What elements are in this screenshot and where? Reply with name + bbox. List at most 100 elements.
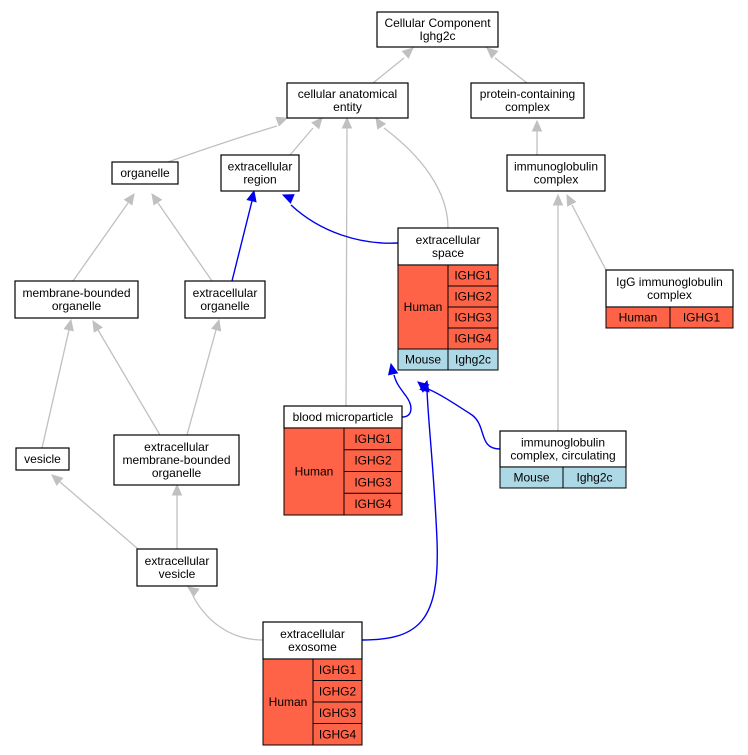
node-vesicle[interactable]: vesicle xyxy=(15,447,70,471)
node-label: immunoglobulin xyxy=(521,436,605,450)
mouse-species-label: Mouse xyxy=(405,353,441,367)
human-gene-ighg3[interactable]: IGHG3 xyxy=(319,706,357,720)
human-gene-ighg1[interactable]: IGHG1 xyxy=(319,663,357,677)
node-label: region xyxy=(243,173,276,187)
edge-arrowhead xyxy=(281,194,295,204)
node-box xyxy=(136,548,218,587)
edge-arrowhead xyxy=(123,193,135,206)
node-label: membrane-bounded xyxy=(122,453,230,467)
human-gene-ighg2[interactable]: IGHG2 xyxy=(354,454,392,468)
node-label: organelle xyxy=(120,166,170,180)
node-label: complex xyxy=(505,100,550,114)
node-box xyxy=(113,434,240,486)
edge-is-a xyxy=(289,127,314,156)
edge-is-a xyxy=(59,481,139,550)
node-label: complex, circulating xyxy=(510,449,615,463)
edge-arrowhead xyxy=(246,189,257,203)
edge-is-a xyxy=(345,127,348,407)
edge-arrowhead xyxy=(211,318,222,332)
human-gene-ighg3[interactable]: IGHG3 xyxy=(354,475,392,489)
human-gene-ighg1[interactable]: IGHG1 xyxy=(454,269,492,283)
mouse-gene-ighg2c[interactable]: Ighg2c xyxy=(576,471,612,485)
edge-is-a xyxy=(41,329,70,449)
edge-is-a xyxy=(167,125,278,163)
node-label: extracellular xyxy=(144,440,209,454)
edge-arrowhead xyxy=(51,474,64,486)
edge-arrowhead xyxy=(552,193,564,206)
edge-occurs-in xyxy=(393,374,412,418)
node-box xyxy=(286,82,409,119)
node-box xyxy=(262,621,363,660)
human-gene-ighg3[interactable]: IGHG3 xyxy=(454,311,492,325)
human-gene-ighg2[interactable]: IGHG2 xyxy=(454,290,492,304)
edge-occurs-in xyxy=(361,389,438,641)
node-label: Cellular Component xyxy=(384,16,491,30)
edge-occurs-in xyxy=(290,204,399,244)
node-box xyxy=(506,154,606,192)
node-label: IgG immunoglobulin xyxy=(616,275,723,289)
edge-arrowhead xyxy=(275,116,289,127)
human-species-label: Human xyxy=(295,465,334,479)
edge-arrowhead xyxy=(187,586,200,598)
human-gene-ighg4[interactable]: IGHG4 xyxy=(454,332,492,346)
human-gene-ighg1[interactable]: IGHG1 xyxy=(683,311,721,325)
edge-is-a xyxy=(72,202,129,282)
human-gene-ighg2[interactable]: IGHG2 xyxy=(319,684,357,698)
human-gene-ighg1[interactable]: IGHG1 xyxy=(354,432,392,446)
edge-arrowhead xyxy=(92,319,103,333)
edge-is-a xyxy=(186,329,217,436)
mouse-species-label: Mouse xyxy=(513,471,549,485)
node-extracellular-space[interactable]: extracellularspaceHumanIGHG1IGHG2IGHG3IG… xyxy=(397,227,499,371)
edge-arrowhead xyxy=(387,362,399,376)
node-label: extracellular xyxy=(145,554,210,568)
node-box xyxy=(184,280,266,319)
edge-is-a xyxy=(372,57,405,84)
edge-arrowhead xyxy=(171,483,183,496)
node-label: organelle xyxy=(200,299,250,313)
node-label: protein-containing xyxy=(480,87,575,101)
node-box xyxy=(14,280,139,319)
node-box xyxy=(376,11,499,48)
node-label: vesicle xyxy=(24,452,61,466)
edge-arrowhead xyxy=(531,119,543,132)
node-label: exosome xyxy=(288,640,337,654)
node-label: extracellular xyxy=(193,286,258,300)
edge-arrowhead xyxy=(401,47,414,59)
edge-arrowhead xyxy=(151,192,163,206)
node-label: Ighg2c xyxy=(419,29,455,43)
edge-is-a xyxy=(494,57,528,84)
node-organelle[interactable]: organelle xyxy=(111,161,179,185)
edge-arrowhead xyxy=(419,379,430,393)
node-box xyxy=(397,227,499,266)
node-extracellular-exosome[interactable]: extracellularexosomeHumanIGHG1IGHG2IGHG3… xyxy=(262,621,363,746)
edge-occurs-in xyxy=(427,388,501,450)
node-box xyxy=(111,161,179,185)
human-gene-ighg4[interactable]: IGHG4 xyxy=(319,727,357,741)
node-label: immunoglobulin xyxy=(514,160,598,174)
node-label: vesicle xyxy=(159,567,196,581)
human-species-label: Human xyxy=(269,695,308,709)
edge-is-a xyxy=(383,127,449,229)
edge-arrowhead xyxy=(486,47,499,59)
edge-arrowhead xyxy=(375,116,387,130)
node-label: complex xyxy=(647,288,692,302)
node-label: blood microparticle xyxy=(293,410,394,424)
human-gene-ighg4[interactable]: IGHG4 xyxy=(354,497,392,511)
mouse-gene-ighg2c[interactable]: Ighg2c xyxy=(455,353,491,367)
